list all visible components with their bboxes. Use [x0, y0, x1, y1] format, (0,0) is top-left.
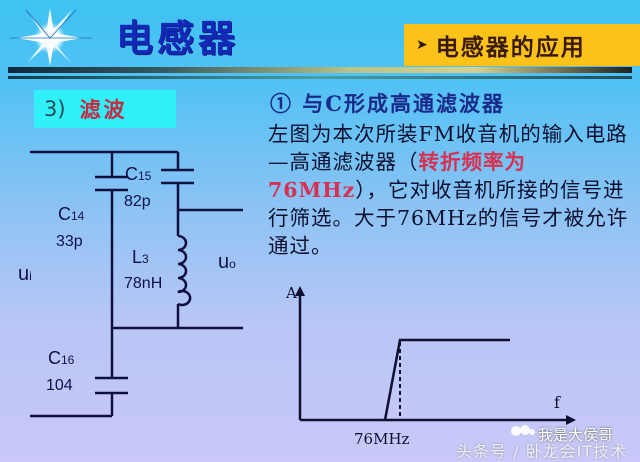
content-paragraph: 左图为本次所装FM收音机的输入电路—高通滤波器（转折频率为76MHz），它对收音… — [268, 120, 636, 260]
label-ui: ui — [18, 263, 32, 285]
x-tick-label-cutoff: 76MHz — [354, 430, 410, 448]
paragraph-highlight: 转折频率为76MHz — [268, 150, 526, 202]
label-l3: L3 — [132, 247, 149, 267]
x-axis-label: f — [554, 393, 561, 412]
section-tag-label: 电感器的应用 — [435, 35, 586, 61]
label-c15: C15 — [125, 164, 152, 184]
paragraph-text-2: ），它对收音机所接的信号进行筛选。大于76MHz的信号才被允许通过。 — [268, 178, 629, 258]
subtitle-box: 3) 滤波 — [34, 90, 176, 128]
watermark-logo-icon — [511, 425, 535, 436]
header-divider-thin — [8, 76, 632, 79]
arrow-bullet-icon: ➤ — [416, 37, 430, 53]
y-axis-label: A — [285, 284, 297, 302]
label-uo: uo — [218, 251, 236, 273]
sparkle-star-icon — [10, 8, 92, 66]
section-tag: ➤ 电感器的应用 — [404, 24, 640, 66]
inductor-l3 — [177, 234, 192, 307]
label-c14: C14 — [58, 204, 85, 224]
frequency-response-chart: A f 76MHz — [285, 284, 576, 448]
watermark-source: 头条号 / 卧龙会IT技术 — [456, 442, 628, 461]
content-heading: ① 与C形成高通滤波器 — [270, 91, 506, 116]
paragraph-text-1: 左图为本次所装FM收音机的输入电路—高通滤波器（ — [268, 122, 628, 174]
label-c16: C16 — [48, 348, 75, 368]
value-c14: 33p — [56, 233, 83, 250]
subtitle-number: 3) — [44, 97, 66, 121]
watermark-author: 我是大侯哥 — [538, 426, 614, 444]
value-c15: 82p — [124, 193, 151, 210]
value-c16: 104 — [46, 377, 73, 394]
page-title: 电感器 — [116, 17, 239, 60]
subtitle-text: 滤波 — [79, 98, 128, 122]
response-curve — [383, 338, 510, 421]
high-pass-filter-circuit: C15 82p C14 33p L3 78nH ui uo C16 104 — [18, 150, 243, 418]
header-divider — [8, 67, 632, 73]
value-l3: 78nH — [124, 275, 162, 292]
